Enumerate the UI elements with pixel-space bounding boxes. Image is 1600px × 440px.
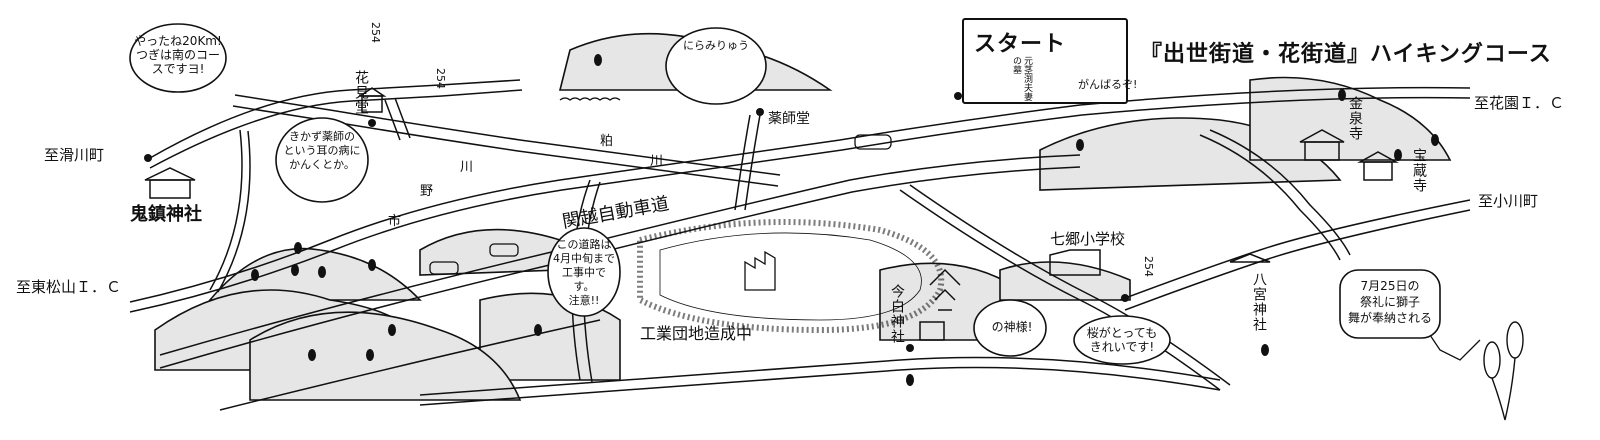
bubble-festival-shape (1339, 269, 1441, 339)
start-box: スタート 元茎渕夫妻の墓 (962, 18, 1128, 104)
roads (129, 79, 1471, 411)
dest-namegawa: 至滑川町 (44, 146, 105, 164)
place-yakushido: 薬師堂 (768, 111, 810, 127)
bubble-20km-shape (129, 23, 227, 93)
place-hozoji: 宝蔵寺 (1411, 148, 1427, 193)
dest-ogawa: 至小川町 (1478, 192, 1539, 210)
bubble-yakushi-text: きかず薬師の という耳の病に かんくとか。 (283, 130, 361, 171)
bubble-kamisama-shape (973, 299, 1047, 357)
bubble-niramiryu-text: にらみりゅう (683, 39, 749, 52)
place-onizuka-shrine: 鬼鎮神社 (130, 204, 202, 225)
bubble-construction-text: この道路は 4月中旬まで 工事中です。 注意!! (553, 238, 615, 307)
route-mark-5: 川 (650, 154, 664, 169)
bubble-festival-text: 7月25日の 祭礼に獅子 舞が奉納される (1347, 279, 1432, 325)
map-title: 『出世街道・花街道』ハイキングコース (1140, 42, 1552, 67)
place-shichigo-school: 七郷小学校 (1050, 230, 1126, 248)
road-sign-2: 254 (434, 68, 447, 89)
start-cheer: がんばるぞ! (1078, 78, 1138, 91)
place-kinjoji: 金泉寺 (1347, 96, 1363, 141)
dest-higashimatsuyama: 至東松山Ｉ．Ｃ (16, 278, 122, 296)
road-sign-1: 254 (369, 22, 382, 43)
shrine-icons (144, 87, 1399, 341)
tree-dots (251, 54, 1439, 386)
route-mark-4: 粕 (600, 134, 614, 149)
construction-area (637, 219, 945, 334)
road-sign-3: 254 (1142, 256, 1155, 277)
details (429, 97, 1481, 361)
place-industrial-park: 工業団地造成中 (640, 324, 753, 343)
bubble-sakura-text: 桜がとっても きれいです! (1086, 326, 1158, 354)
bubble-construction-shape (547, 227, 621, 317)
route-mark-1: 市 (388, 214, 402, 229)
grass-ears-icon (1483, 321, 1524, 421)
poi-markers (144, 92, 1129, 352)
route-mark-3: 川 (460, 160, 474, 175)
place-hanamido: 花見堂 (353, 70, 369, 115)
hills (154, 32, 1452, 401)
speech-bubbles (129, 23, 1441, 365)
bubble-20km-text: やったね20Km! つぎは南のコースですヨ! (134, 34, 222, 76)
place-hachiman-shrine: 八宮神社 (1251, 272, 1267, 332)
bubble-yakushi-shape (275, 117, 369, 203)
bubble-kamisama-text: の神様! (991, 320, 1033, 334)
dest-hanazono: 至花園Ｉ．Ｃ (1474, 94, 1565, 112)
bubble-sakura-shape (1073, 315, 1171, 365)
start-note: 元茎渕夫妻の墓 (1011, 56, 1032, 101)
bubble-niramiryu-shape (665, 27, 767, 105)
place-imashiro-shrine: 今白神社 (889, 284, 905, 344)
start-label: スタート (974, 32, 1067, 57)
route-mark-2: 野 (420, 184, 434, 199)
